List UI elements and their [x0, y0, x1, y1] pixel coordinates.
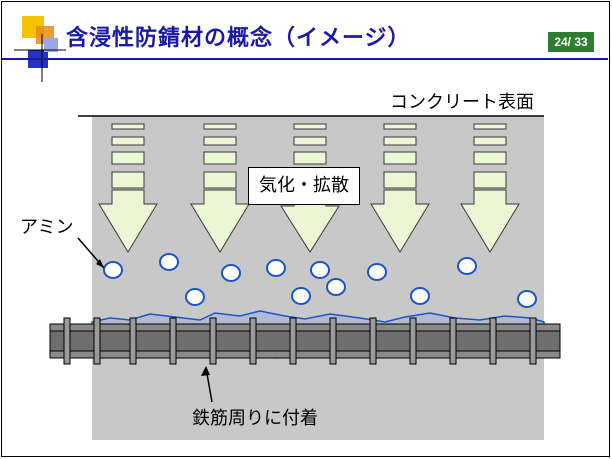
amine-molecule [367, 263, 387, 281]
process-label: 気化・拡散 [248, 167, 360, 205]
amine-molecule [159, 253, 179, 271]
amine-label: アミン [20, 217, 74, 238]
title-underline [2, 58, 608, 60]
surface-label: コンクリート表面 [390, 92, 534, 113]
amine-molecule [291, 287, 311, 305]
amine-molecule [517, 290, 537, 308]
diffusion-arrow-5 [460, 123, 520, 253]
amine-molecule [326, 278, 346, 296]
diffusion-arrow-1 [98, 123, 158, 253]
logo-squares-icon [14, 16, 66, 82]
amine-molecule [410, 287, 430, 305]
amine-molecule [103, 261, 123, 279]
page-number-badge: 24/ 33 [548, 32, 594, 52]
amine-molecule [185, 288, 205, 306]
rebar-ribs [63, 317, 537, 365]
amine-molecule [221, 264, 241, 282]
rebar [49, 323, 561, 359]
rebar-label: 鉄筋周りに付着 [192, 408, 318, 429]
amine-pointer-head [96, 259, 104, 268]
diffusion-arrow-4 [370, 123, 430, 253]
rebar-pointer-head [201, 366, 210, 376]
diffusion-arrow-2 [190, 123, 250, 253]
amine-molecule [266, 259, 286, 277]
amine-molecule [457, 257, 477, 275]
amine-molecule [310, 261, 330, 279]
diffusion-arrow-3 [280, 123, 340, 253]
page-title: 含浸性防錆材の概念（イメージ） [66, 26, 411, 51]
amine-molecules [103, 253, 537, 308]
